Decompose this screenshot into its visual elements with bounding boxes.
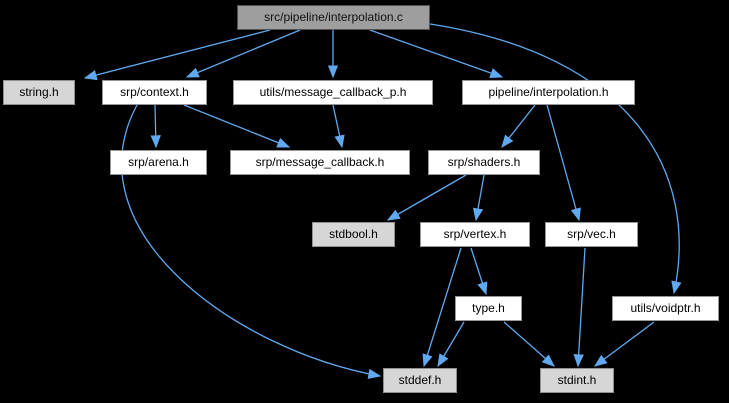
edge-srp-context-h-to-srp-message-callback-h xyxy=(183,104,291,148)
graph-node-type-h[interactable]: type.h xyxy=(455,296,522,321)
edge-pipeline-interpolation-h-to-srp-shaders-h xyxy=(501,104,536,149)
graph-node-pipeline-interpolation-h[interactable]: pipeline/interpolation.h xyxy=(462,80,635,105)
graph-node-srp-shaders-h[interactable]: srp/shaders.h xyxy=(428,150,540,175)
graph-node-srp-vec-h[interactable]: srp/vec.h xyxy=(545,222,638,247)
graph-node-stdbool-h: stdbool.h xyxy=(312,222,395,247)
edge-utils-voidptr-h-to-stdint-h xyxy=(593,321,655,367)
edge-srp-shaders-h-to-srp-vertex-h xyxy=(472,174,485,222)
edge-srp-context-h-to-srp-arena-h xyxy=(150,104,161,149)
graph-node-string-h: string.h xyxy=(3,80,75,105)
edge-type-h-to-stddef-h xyxy=(437,321,465,368)
edge-srp-vertex-h-to-stddef-h xyxy=(422,247,462,368)
graph-node-utils-message-callback-p-h[interactable]: utils/message_callback_p.h xyxy=(233,80,433,105)
edge-interpolation-c-to-string-h xyxy=(83,29,271,81)
graph-node-interpolation-c: src/pipeline/interpolation.c xyxy=(237,5,430,30)
graph-node-stdint-h: stdint.h xyxy=(540,368,614,393)
graph-node-srp-arena-h[interactable]: srp/arena.h xyxy=(110,150,207,175)
graph-node-srp-message-callback-h[interactable]: srp/message_callback.h xyxy=(230,150,410,175)
graph-node-srp-context-h[interactable]: srp/context.h xyxy=(102,80,207,105)
graph-node-srp-vertex-h[interactable]: srp/vertex.h xyxy=(420,222,530,247)
graph-node-utils-voidptr-h[interactable]: utils/voidptr.h xyxy=(612,296,719,321)
edge-srp-vec-h-to-stdint-h xyxy=(573,247,586,368)
edge-interpolation-c-to-srp-context-h xyxy=(185,29,301,78)
edge-pipeline-interpolation-h-to-srp-vec-h xyxy=(546,104,581,222)
edge-interpolation-c-to-utils-voidptr-h xyxy=(429,23,682,295)
edge-srp-shaders-h-to-stdbool-h xyxy=(386,174,467,221)
edge-utils-message-callback-p-h-to-srp-message-callback-h xyxy=(332,104,345,149)
edge-type-h-to-stdint-h xyxy=(503,321,555,367)
graph-node-stddef-h: stddef.h xyxy=(383,368,457,393)
edge-srp-vertex-h-to-type-h xyxy=(470,247,488,296)
edge-interpolation-c-to-pipeline-interpolation-h xyxy=(369,29,504,78)
